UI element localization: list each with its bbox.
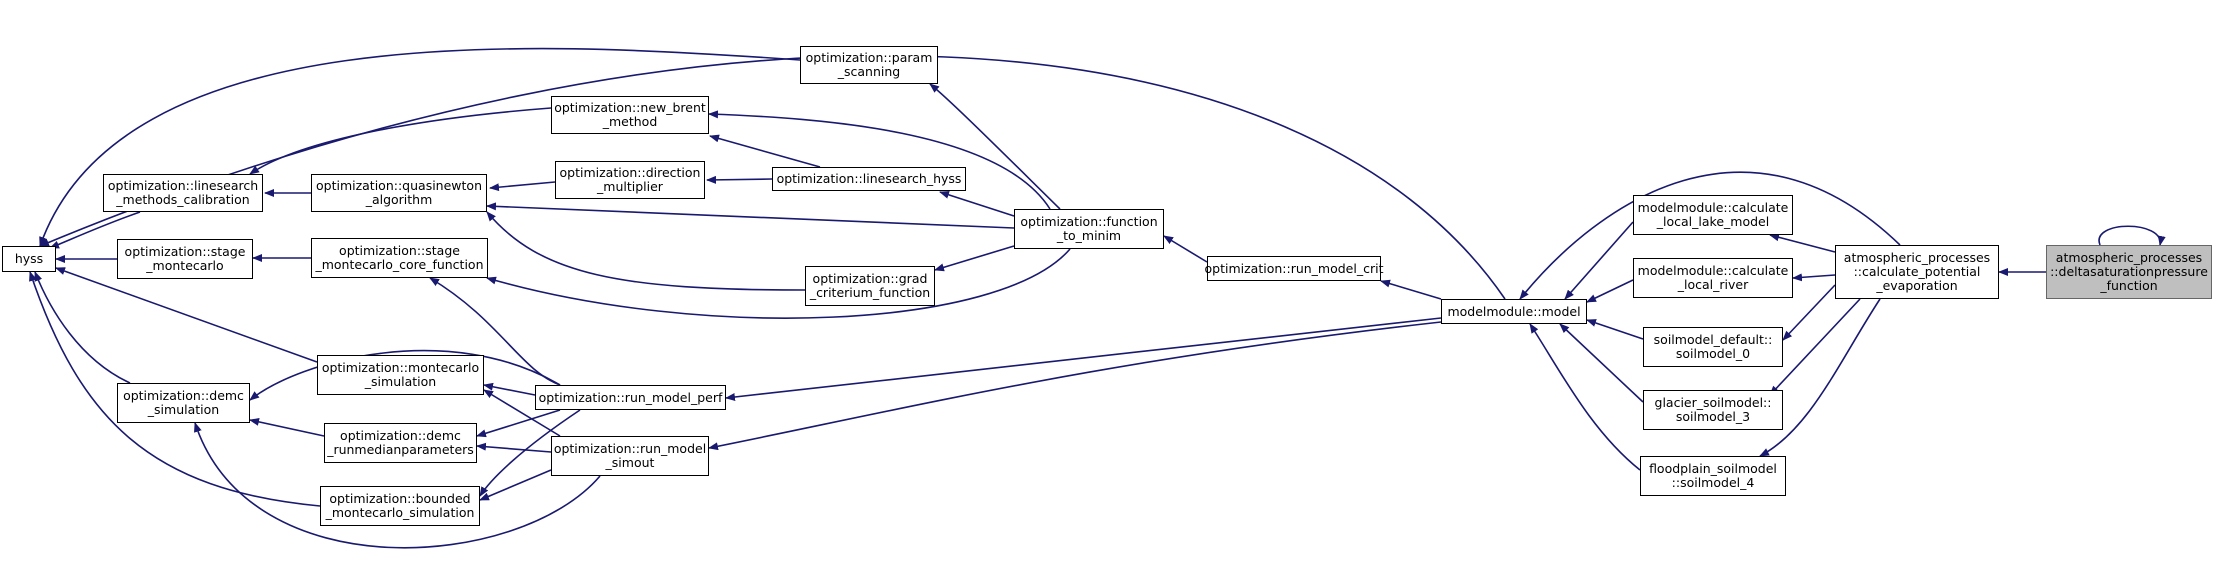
node-stage-montecarlo[interactable]: optimization::stage _montecarlo — [117, 239, 253, 279]
node-linesearch-hyss[interactable]: optimization::linesearch_hyss — [772, 167, 966, 191]
node-run-model-perf-label: optimization::run_model_perf — [538, 389, 723, 405]
edge-potential-evap-local-river — [1792, 273, 1836, 282]
node-linesearch-hyss-label: optimization::linesearch_hyss — [776, 171, 962, 186]
node-stage-montecarlo-core-function-label: optimization::stage _montecarlo_core_fun… — [315, 243, 484, 272]
edge-model-hyss — [39, 54, 1506, 300]
node-linesearch-methods-calibration[interactable]: optimization::linesearch _methods_calibr… — [103, 174, 263, 212]
edge-potential-evap-soilmodel-4 — [1759, 298, 1881, 457]
edge-soilmodel-3-model — [1559, 323, 1644, 403]
node-stage-montecarlo-label: optimization::stage _montecarlo — [124, 244, 246, 273]
node-direction-multiplier[interactable]: optimization::direction _multiplier — [555, 161, 705, 199]
node-run-model-simout[interactable]: optimization::run_model _simout — [551, 436, 709, 476]
edge-montecarlo-sim-hyss — [55, 267, 318, 363]
node-calculate-potential-evaporation[interactable]: atmospheric_processes ::calculate_potent… — [1835, 245, 1999, 299]
node-new-brent-method-label: optimization::new_brent _method — [554, 100, 706, 129]
node-hyss[interactable]: hyss — [2, 246, 56, 272]
node-demc-runmedianparameters[interactable]: optimization::demc _runmedianparameters — [324, 423, 477, 463]
edge-param-scanning-hyss — [39, 47, 801, 247]
edge-bounded-montecarlo-hyss — [29, 271, 321, 507]
node-linesearch-methods-calibration-label: optimization::linesearch _methods_calibr… — [107, 178, 259, 207]
edge-run-model-simout-demc-runmedian — [476, 442, 552, 453]
node-grad-criterium-function-label: optimization::grad _criterium_function — [809, 271, 931, 300]
edge-potential-evap-soilmodel-3 — [1769, 298, 1861, 396]
node-soilmodel-4[interactable]: floodplain_soilmodel ::soilmodel_4 — [1640, 456, 1786, 496]
edge-potential-evap-lake-model — [1769, 233, 1836, 253]
node-run-model-crit-label: optimization::run_model_crit — [1204, 260, 1384, 276]
edge-run-model-perf-montecarlo-sim — [483, 382, 536, 396]
edge-new-brent-linesearch-calibration — [249, 107, 552, 175]
edge-model-run-model-simout — [708, 321, 1442, 451]
node-montecarlo-simulation[interactable]: optimization::montecarlo _simulation — [317, 355, 484, 395]
edge-run-model-perf-demc-runmedian — [476, 409, 561, 438]
node-calculate-local-river-label: modelmodule::calculate _local_river — [1637, 263, 1789, 292]
edge-lake-model-model — [1564, 221, 1634, 300]
edge-soilmodel-4-model — [1529, 323, 1641, 471]
edge-linesearch-hyss-new-brent — [709, 134, 821, 168]
edge-soilmodel-0-model — [1586, 319, 1644, 340]
node-calculate-local-lake-model[interactable]: modelmodule::calculate _local_lake_model — [1633, 195, 1793, 235]
edge-run-model-simout-demc-sim — [194, 422, 601, 549]
edge-run-model-perf-bounded-montecarlo — [479, 409, 581, 497]
node-grad-criterium-function[interactable]: optimization::grad _criterium_function — [805, 266, 935, 306]
edge-function-to-minim-linesearch-hyss — [939, 190, 1015, 217]
node-calculate-local-river[interactable]: modelmodule::calculate _local_river — [1633, 258, 1793, 298]
edge-function-to-minim-quasinewton — [486, 202, 1015, 229]
edge-model-run-model-perf — [725, 317, 1442, 401]
edge-linesearch-hyss-direction-multiplier — [706, 175, 773, 184]
node-run-model-simout-label: optimization::run_model _simout — [553, 441, 707, 470]
node-run-model-perf[interactable]: optimization::run_model_perf — [535, 385, 726, 410]
node-soilmodel-3[interactable]: glacier_soilmodel:: soilmodel_3 — [1643, 390, 1783, 430]
node-montecarlo-simulation-label: optimization::montecarlo _simulation — [321, 360, 480, 389]
node-hyss-label: hyss — [14, 251, 44, 266]
node-param-scanning[interactable]: optimization::param _scanning — [800, 46, 938, 84]
node-deltasaturationpressure-function-label: atmospheric_processes ::deltasaturationp… — [2050, 250, 2208, 293]
edge-demc-sim-hyss — [34, 271, 131, 384]
node-soilmodel-0-label: soilmodel_default:: soilmodel_0 — [1653, 332, 1773, 361]
edge-function-to-minim-param-scanning — [929, 83, 1061, 210]
node-demc-simulation-label: optimization::demc _simulation — [123, 388, 244, 417]
node-direction-multiplier-label: optimization::direction _multiplier — [559, 165, 701, 194]
node-soilmodel-0[interactable]: soilmodel_default:: soilmodel_0 — [1643, 327, 1783, 367]
node-bounded-montecarlo-simulation[interactable]: optimization::bounded _montecarlo_simula… — [320, 486, 480, 526]
edge-run-model-simout-bounded-montecarlo — [479, 469, 552, 501]
node-calculate-local-lake-model-label: modelmodule::calculate _local_lake_model — [1637, 200, 1789, 229]
node-new-brent-method[interactable]: optimization::new_brent _method — [551, 96, 709, 134]
node-demc-runmedianparameters-label: optimization::demc _runmedianparameters — [327, 428, 474, 457]
edge-function-to-minim-new-brent — [708, 110, 1051, 210]
edge-function-to-minim-grad-criterium — [934, 245, 1015, 272]
node-stage-montecarlo-core-function[interactable]: optimization::stage _montecarlo_core_fun… — [311, 238, 488, 278]
edge-linesearch-calibration-hyss — [49, 211, 141, 249]
edge-direction-multiplier-quasinewton — [489, 181, 556, 192]
edge-demc-runmedian-demc-sim — [249, 417, 325, 437]
edge-run-model-crit-function-to-minim — [1163, 235, 1208, 263]
edge-potential-evap-soilmodel-0 — [1782, 284, 1836, 341]
node-deltasaturationpressure-function[interactable]: atmospheric_processes ::deltasaturationp… — [2046, 245, 2212, 299]
edge-potential-evap-model — [1519, 171, 1901, 300]
node-soilmodel-4-label: floodplain_soilmodel ::soilmodel_4 — [1649, 461, 1777, 490]
node-quasinewton-algorithm[interactable]: optimization::quasinewton _algorithm — [311, 174, 487, 212]
node-calculate-potential-evaporation-label: atmospheric_processes ::calculate_potent… — [1843, 250, 1991, 293]
edge-deltasat-deltasat — [2098, 225, 2166, 246]
node-function-to-minim[interactable]: optimization::function _to_minim — [1014, 209, 1164, 249]
edge-grad-criterium-quasinewton — [486, 211, 806, 291]
edge-function-to-minim-stage-core — [486, 248, 1071, 319]
edge-run-model-perf-demc-sim — [249, 349, 561, 401]
node-quasinewton-algorithm-label: optimization::quasinewton _algorithm — [315, 178, 482, 207]
node-demc-simulation[interactable]: optimization::demc _simulation — [117, 383, 250, 423]
edge-local-river-model — [1586, 279, 1634, 303]
node-function-to-minim-label: optimization::function _to_minim — [1020, 214, 1158, 243]
edge-run-model-simout-montecarlo-sim — [483, 389, 561, 437]
node-modelmodule-model[interactable]: modelmodule::model — [1441, 299, 1587, 324]
node-param-scanning-label: optimization::param _scanning — [805, 50, 933, 79]
node-modelmodule-model-label: modelmodule::model — [1447, 303, 1581, 319]
edge-model-run-model-crit — [1380, 279, 1442, 300]
node-run-model-crit[interactable]: optimization::run_model_crit — [1204, 256, 1384, 281]
node-bounded-montecarlo-simulation-label: optimization::bounded _montecarlo_simula… — [325, 491, 475, 520]
node-soilmodel-3-label: glacier_soilmodel:: soilmodel_3 — [1654, 395, 1772, 424]
